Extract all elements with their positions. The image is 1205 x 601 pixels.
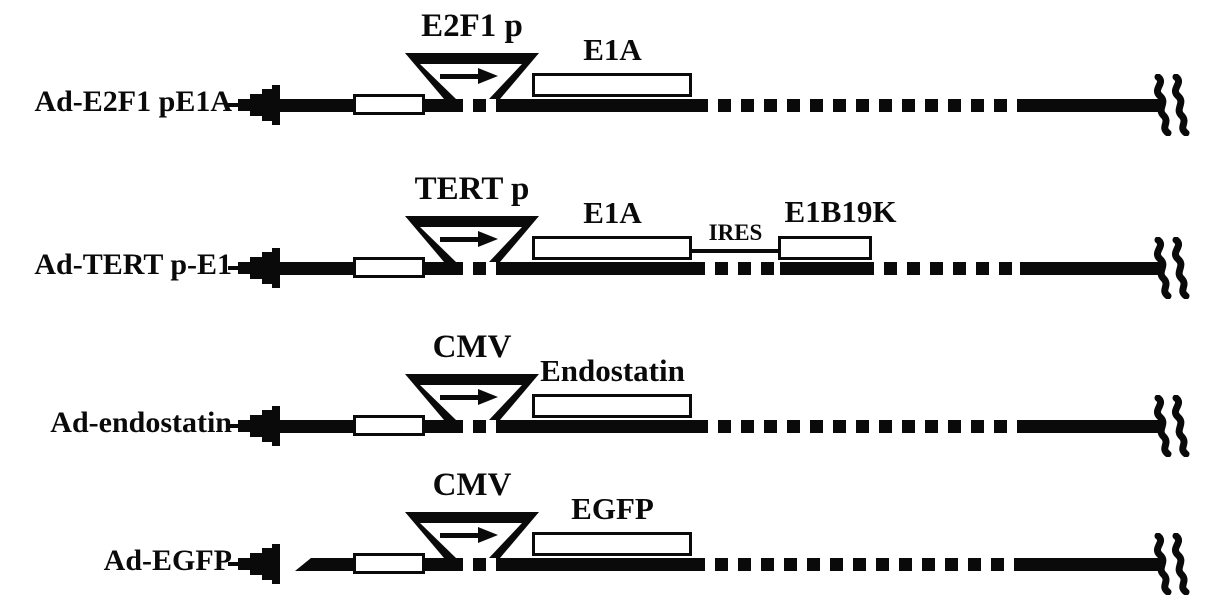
genome-line-dashed [692, 558, 1022, 571]
genome-line-solid [508, 262, 692, 275]
gene-box [532, 532, 692, 556]
construct-name-label: Ad-E2F1 pE1A [34, 85, 232, 118]
construct-name-label: Ad-TERT p-E1 [34, 248, 232, 281]
ires-linker-line [690, 249, 780, 253]
genome-line-solid [1022, 420, 1162, 433]
construct-name-label: Ad-EGFP [103, 544, 232, 577]
transcription-arrow-icon [440, 68, 498, 84]
gene-box [778, 236, 872, 260]
promoter-label: E2F1 p [421, 8, 523, 44]
gene-label: E1A [583, 32, 642, 67]
genome-line-solid [508, 420, 695, 433]
genome-element-box [353, 94, 425, 115]
genome-element-box [353, 415, 425, 436]
genome-line-dashed [450, 420, 508, 433]
genome-line-dashed [884, 262, 1020, 275]
genome-line-solid [1022, 558, 1162, 571]
gene-box [532, 73, 692, 97]
left-arrow-icon [228, 544, 280, 584]
transcription-arrow-icon [440, 389, 498, 405]
genome-line-dashed [450, 558, 508, 571]
genome-line-dashed [695, 99, 1030, 112]
transcription-arrow-icon [440, 231, 498, 247]
gene-label: Endostatin [540, 353, 685, 388]
line-break-icon [1154, 533, 1190, 595]
gene-box [532, 236, 692, 260]
line-break-icon [1154, 395, 1190, 457]
promoter-icon [405, 374, 539, 420]
genome-line-solid [1030, 99, 1163, 112]
genome-element-box [353, 257, 425, 278]
genome-line-solid [508, 558, 692, 571]
promoter-icon [405, 216, 539, 262]
line-break-icon [1154, 74, 1190, 136]
genome-line-dashed [692, 262, 780, 275]
gene-label: EGFP [571, 491, 654, 526]
promoter-label: TERT p [414, 171, 530, 207]
promoter-icon [405, 53, 539, 99]
gene-label: E1A [583, 195, 642, 230]
genome-element-box [353, 553, 425, 574]
construct-name-label: Ad-endostatin [50, 406, 232, 439]
promoter-label: CMV [432, 467, 512, 503]
genome-line-solid [1020, 262, 1162, 275]
gene-box [532, 394, 692, 418]
transcription-arrow-icon [440, 527, 498, 543]
promoter-icon [405, 512, 539, 558]
genome-line-solid [780, 262, 874, 275]
genome-line-dashed [450, 262, 508, 275]
gene-label: E1B19K [784, 194, 897, 229]
promoter-label: CMV [432, 329, 512, 365]
line-break-icon [1154, 237, 1190, 299]
ires-label: IRES [708, 220, 763, 245]
genome-line-solid [508, 99, 695, 112]
genome-line-dashed [450, 99, 508, 112]
genome-line-dashed [695, 420, 1022, 433]
